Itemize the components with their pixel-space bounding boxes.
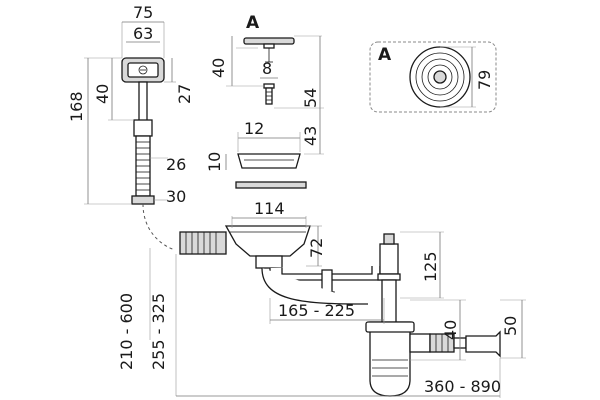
dim-30: 30: [166, 187, 186, 206]
drain-trap-assembly: [179, 225, 501, 397]
dim-54: 54: [301, 88, 320, 108]
strainer-body: [225, 153, 307, 189]
dim-168: 168: [67, 91, 86, 122]
dim-79: 79: [475, 70, 494, 90]
callout-a-inset: A: [378, 45, 392, 65]
plug-dimensions: [226, 35, 324, 155]
dim-114: 114: [254, 199, 285, 218]
overflow-hose-path: [142, 203, 176, 251]
dim-40-plug: 40: [209, 58, 228, 78]
dim-40-handle: 40: [93, 84, 112, 104]
handle-dimensions: [84, 21, 176, 205]
dim-72: 72: [307, 238, 326, 258]
dim-50: 50: [501, 316, 520, 336]
dim-10: 10: [205, 152, 224, 172]
dim-75: 75: [133, 3, 153, 22]
dim-40-outlet: 40: [441, 320, 460, 340]
trap-dimensions: [149, 216, 526, 398]
dim-165-225: 165 - 225: [278, 301, 355, 320]
dim-63: 63: [133, 24, 153, 43]
plug-screw: [263, 83, 275, 105]
plug-a: [243, 37, 295, 63]
callout-a-top: A: [246, 13, 260, 33]
overflow-handle-assembly: [121, 57, 165, 205]
dim-360-890: 360 - 890: [424, 377, 501, 396]
plug-a-inset: [369, 41, 497, 113]
dim-8: 8: [262, 59, 272, 78]
dim-43: 43: [301, 126, 320, 146]
dim-12: 12: [244, 119, 264, 138]
dim-210-600: 210 - 600: [117, 293, 136, 370]
dim-27: 27: [175, 84, 194, 104]
dim-255-325: 255 - 325: [149, 293, 168, 370]
dim-26: 26: [166, 155, 186, 174]
dim-125: 125: [421, 251, 440, 282]
